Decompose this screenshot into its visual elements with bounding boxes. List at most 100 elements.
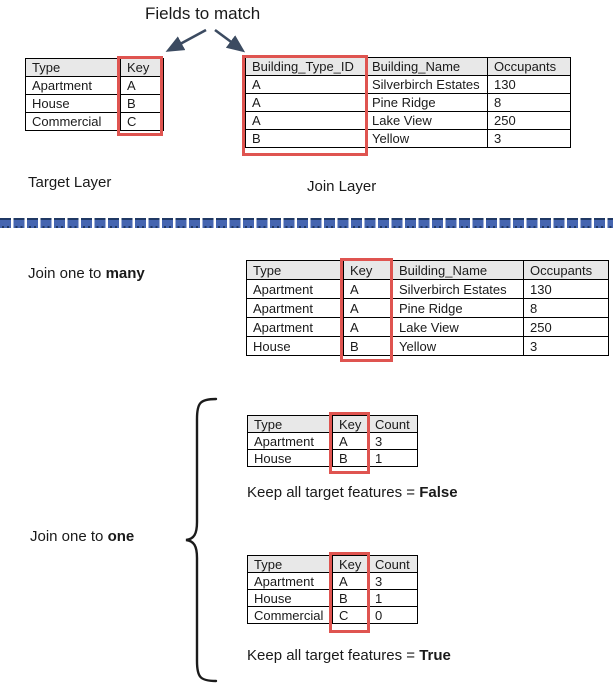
table-cell: Apartment bbox=[246, 279, 344, 299]
table-cell: Commercial bbox=[25, 112, 121, 131]
table-cell: 1 bbox=[368, 589, 418, 607]
table-cell: A bbox=[343, 317, 393, 337]
column-header: Key bbox=[332, 555, 369, 573]
keep-true-text: Keep all target features = bbox=[247, 647, 420, 664]
table-cell: Apartment bbox=[247, 432, 333, 450]
column-header: Type bbox=[246, 260, 344, 280]
table-cell: B bbox=[332, 589, 369, 607]
table-cell: Yellow bbox=[392, 336, 524, 356]
join-one-to-one-text: Join one to bbox=[30, 528, 108, 545]
join-one-to-many-label: Join one to many bbox=[28, 265, 145, 282]
column-header: Building_Name bbox=[392, 260, 524, 280]
table-cell: Commercial bbox=[247, 606, 333, 624]
table-cell: Apartment bbox=[246, 317, 344, 337]
table-cell: C bbox=[332, 606, 369, 624]
fields-to-match-title: Fields to match bbox=[145, 4, 261, 23]
table-cell: 8 bbox=[523, 298, 609, 318]
section-divider bbox=[0, 218, 613, 228]
column-header: Type bbox=[247, 415, 333, 433]
column-header: Occupants bbox=[523, 260, 609, 280]
table-cell: Apartment bbox=[246, 298, 344, 318]
join-one-to-one-label: Join one to one bbox=[30, 528, 134, 545]
table-cell: 3 bbox=[523, 336, 609, 356]
table-cell: 3 bbox=[487, 129, 571, 148]
table-cell: A bbox=[120, 76, 164, 95]
column-header: Key bbox=[120, 58, 164, 77]
table-cell: Pine Ridge bbox=[365, 93, 488, 112]
table-cell: A bbox=[245, 75, 366, 94]
keep-false-text: Keep all target features = bbox=[247, 484, 420, 501]
column-header: Building_Type_ID bbox=[245, 57, 366, 76]
table-cell: House bbox=[247, 589, 333, 607]
join-one-to-many-bold: many bbox=[105, 265, 145, 282]
table-cell: House bbox=[246, 336, 344, 356]
table-cell: B bbox=[332, 449, 369, 467]
table-cell: A bbox=[332, 432, 369, 450]
table-cell: Apartment bbox=[247, 572, 333, 590]
table-cell: 250 bbox=[523, 317, 609, 337]
arrow-to-target-key-icon bbox=[165, 28, 207, 52]
table-cell: 250 bbox=[487, 111, 571, 130]
table-cell: Silverbirch Estates bbox=[365, 75, 488, 94]
column-header: Key bbox=[332, 415, 369, 433]
keep-true-bold: True bbox=[419, 647, 451, 664]
column-header: Count bbox=[368, 415, 418, 433]
table-cell: 0 bbox=[368, 606, 418, 624]
table-cell: C bbox=[120, 112, 164, 131]
target-layer-label: Target Layer bbox=[28, 174, 112, 191]
column-header: Key bbox=[343, 260, 393, 280]
table-cell: A bbox=[245, 93, 366, 112]
table-cell: 130 bbox=[523, 279, 609, 299]
table-cell: 1 bbox=[368, 449, 418, 467]
table-cell: A bbox=[343, 279, 393, 299]
keep-false-bold: False bbox=[419, 484, 458, 501]
curly-brace bbox=[185, 397, 218, 683]
table-cell: Silverbirch Estates bbox=[392, 279, 524, 299]
column-header: Building_Name bbox=[365, 57, 488, 76]
column-header: Count bbox=[368, 555, 418, 573]
join-one-to-many-text: Join one to bbox=[28, 265, 106, 282]
keep-false-caption: Keep all target features = False bbox=[247, 484, 458, 501]
table-cell: Lake View bbox=[365, 111, 488, 130]
table-cell: B bbox=[343, 336, 393, 356]
arrow-to-join-key-icon bbox=[214, 28, 246, 53]
keep-true-caption: Keep all target features = True bbox=[247, 647, 451, 664]
table-cell: House bbox=[25, 94, 121, 113]
table-cell: 8 bbox=[487, 93, 571, 112]
table-cell: B bbox=[120, 94, 164, 113]
join-layer-label: Join Layer bbox=[307, 178, 377, 195]
table-cell: Apartment bbox=[25, 76, 121, 95]
table-cell: 3 bbox=[368, 432, 418, 450]
column-header: Type bbox=[25, 58, 121, 77]
table-cell: 130 bbox=[487, 75, 571, 94]
table-cell: B bbox=[245, 129, 366, 148]
table-cell: A bbox=[343, 298, 393, 318]
table-cell: A bbox=[245, 111, 366, 130]
